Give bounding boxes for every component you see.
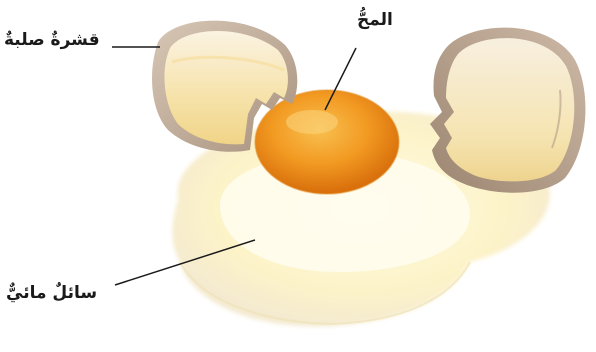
- egg-white-label: سائلٌ مائيٌّ: [6, 283, 97, 303]
- shell-label: قشرةٌ صلبةٌ: [4, 30, 100, 50]
- yolk-label: المحُّ: [357, 10, 393, 30]
- right-shell-half: [430, 28, 585, 193]
